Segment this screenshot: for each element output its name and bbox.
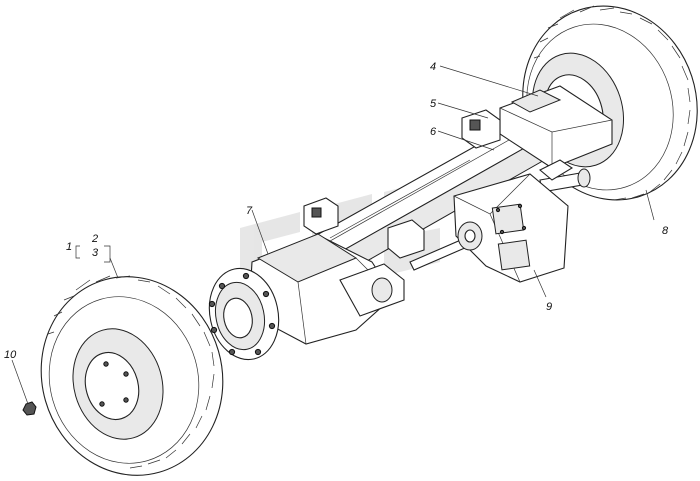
cover-plate-upper [491, 203, 525, 235]
callout-2: 2 [91, 233, 98, 245]
callout-7: 7 [246, 205, 253, 217]
callout-1: 1 [66, 241, 72, 253]
transfer-case [453, 159, 574, 283]
left-tire-inner [48, 296, 200, 464]
callout-3: 3 [92, 247, 99, 259]
right-final-drive-housing [499, 85, 613, 169]
leader-lines [11, 65, 655, 405]
callout-6: 6 [430, 126, 437, 138]
callout-5: 5 [430, 98, 437, 110]
left-wheel-hub [84, 351, 140, 421]
wheel-nut [22, 401, 37, 416]
cover-plate-lower [497, 239, 531, 271]
callout-labels: 4 5 6 7 1 2 3 8 9 10 [4, 61, 669, 361]
callout-9: 9 [546, 301, 552, 313]
flange-studs [208, 272, 276, 356]
callout-8: 8 [662, 225, 669, 237]
callout-10: 10 [4, 349, 17, 361]
right-tire-treads [533, 5, 691, 201]
callout-4: 4 [430, 61, 436, 73]
left-tire-treads [47, 275, 215, 469]
drive-shaft [409, 168, 591, 271]
left-wheel [40, 275, 224, 476]
mounting-brackets [303, 109, 501, 259]
left-hub-flange [208, 267, 280, 361]
